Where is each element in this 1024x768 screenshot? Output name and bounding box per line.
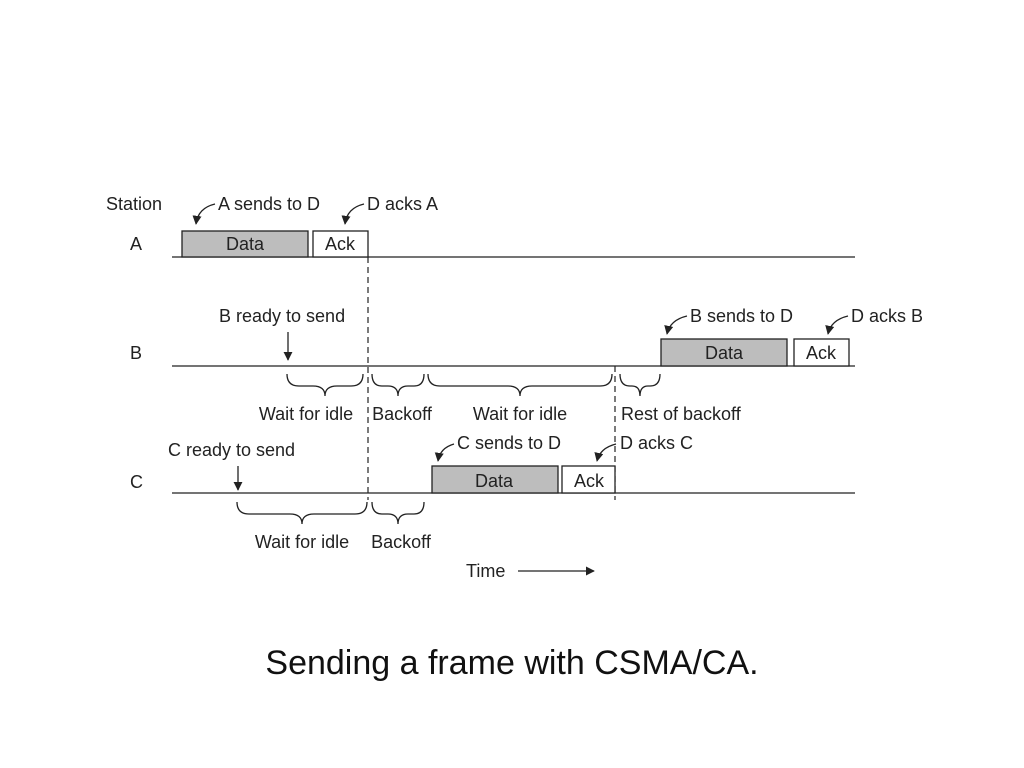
time-label: Time (466, 561, 505, 581)
b-backoff-label: Backoff (372, 404, 433, 424)
c-wait-brace (236, 501, 368, 525)
b-ack-frame (793, 338, 850, 367)
c-data-frame (431, 465, 559, 494)
c-ack-frame (561, 465, 616, 494)
c-ack-label: Ack (574, 471, 605, 491)
d-acks-a-arrow (341, 203, 365, 225)
c-sends-label: C sends to D (457, 433, 561, 453)
c-sends-arrow (434, 443, 455, 462)
station-header: Station (106, 194, 162, 214)
c-data-label: Data (475, 471, 514, 491)
station-label-b: B (130, 343, 142, 363)
a-sends-label: A sends to D (218, 194, 320, 214)
figure-caption: Sending a frame with CSMA/CA. (265, 644, 759, 682)
a-ack-label: Ack (325, 234, 356, 254)
d-acks-c-label: D acks C (620, 433, 693, 453)
b-ready-label: B ready to send (219, 306, 345, 326)
b-backoff-brace (371, 373, 425, 397)
c-ready-label: C ready to send (168, 440, 295, 460)
station-label-a: A (130, 234, 142, 254)
b-data-frame (660, 338, 788, 367)
c-backoff-label: Backoff (371, 532, 432, 552)
c-wait-label: Wait for idle (255, 532, 349, 552)
b-data-label: Data (705, 343, 744, 363)
a-data-frame (181, 230, 309, 258)
d-acks-a-label: D acks A (367, 194, 438, 214)
b-wait-brace (286, 373, 364, 397)
d-acks-b-label: D acks B (851, 306, 923, 326)
b-wait2-brace (427, 373, 613, 397)
b-ack-label: Ack (806, 343, 837, 363)
a-sends-arrow (192, 203, 216, 225)
b-sends-arrow (664, 315, 688, 335)
d-acks-c-arrow (594, 443, 617, 462)
a-ack-frame (312, 230, 369, 258)
a-data-label: Data (226, 234, 265, 254)
d-acks-b-arrow (825, 315, 849, 335)
station-label-c: C (130, 472, 143, 492)
b-rest-brace (619, 373, 661, 397)
b-sends-label: B sends to D (690, 306, 793, 326)
b-wait2-label: Wait for idle (473, 404, 567, 424)
c-backoff-brace (371, 501, 425, 525)
b-wait-label: Wait for idle (259, 404, 353, 424)
b-rest-label: Rest of backoff (621, 404, 742, 424)
